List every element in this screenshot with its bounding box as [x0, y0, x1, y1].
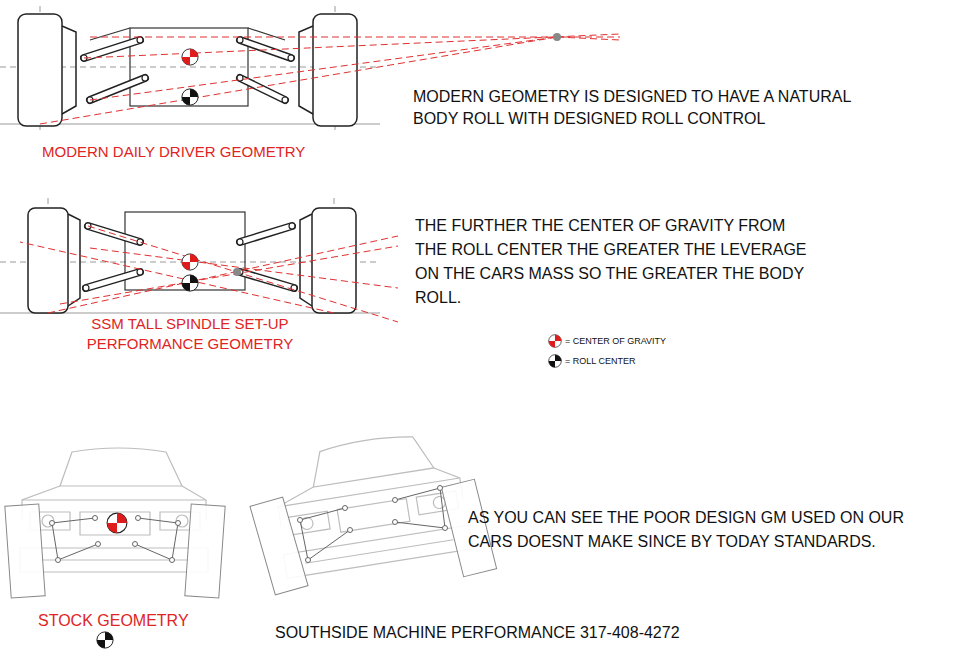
- note-text: THE FURTHER THE CENTER OF GRAVITY FROM T…: [415, 214, 815, 310]
- tall-spindle-figure: [0, 198, 398, 322]
- illustration-part: [18, 14, 62, 126]
- illustration-part: [60, 246, 398, 304]
- illustration-part: [86, 272, 140, 288]
- illustration-part: [48, 236, 398, 313]
- illustration-part: [20, 242, 334, 313]
- legend-text: = ROLL CENTER: [565, 356, 635, 366]
- legend-text: = CENTER OF GRAVITY: [565, 336, 666, 346]
- illustration-part: [306, 558, 311, 563]
- illustration-part: [250, 497, 308, 595]
- stock-car-figure: [5, 426, 497, 648]
- illustration-part: [348, 528, 353, 533]
- illustration-part: [133, 542, 138, 547]
- illustration-part: [240, 226, 292, 242]
- illustration-part: [298, 518, 303, 523]
- illustration-part: [172, 523, 178, 560]
- illustration-part: [185, 504, 225, 598]
- illustration-part: [182, 275, 198, 291]
- illustration-part: [170, 558, 175, 563]
- illustration-part: [240, 272, 294, 288]
- illustration-part: [557, 37, 620, 40]
- illustration-part: [137, 269, 143, 275]
- illustration-part: [107, 513, 127, 533]
- illustration-part: [308, 530, 350, 560]
- illustration-part: [240, 272, 294, 288]
- illustration-part: [97, 632, 113, 648]
- illustration-part: [393, 498, 398, 503]
- illustration-part: [83, 223, 297, 291]
- illustration-part: [93, 516, 98, 521]
- illustration-part: [395, 488, 440, 500]
- illustration-part: [233, 268, 241, 276]
- figure-title: MODERN DAILY DRIVER GEOMETRY: [42, 143, 342, 161]
- illustration-part: [176, 521, 181, 526]
- illustration-part: [300, 508, 345, 520]
- illustration-part: [135, 544, 172, 560]
- illustration-part: [28, 208, 68, 313]
- illustration-part: [138, 518, 178, 523]
- illustration-part: [5, 504, 225, 598]
- legend-row: = CENTER OF GRAVITY: [548, 334, 666, 348]
- illustration-part: [52, 518, 95, 523]
- illustration-part: [298, 486, 448, 563]
- illustration-part: [5, 504, 45, 598]
- illustration-part: [130, 28, 248, 106]
- illustration-part: [137, 37, 143, 43]
- footer-contact: SOUTHSIDE MACHINE PERFORMANCE 317-408-42…: [275, 624, 755, 642]
- illustration-part: [393, 520, 398, 525]
- illustration-part: [56, 558, 61, 563]
- illustration-part: [52, 523, 58, 560]
- illustration-part: [90, 37, 620, 38]
- illustration-part: [441, 479, 496, 576]
- illustration-part: [136, 516, 141, 521]
- illustration-part: [68, 214, 80, 306]
- illustration-part: [343, 506, 348, 511]
- illustration-part: [58, 544, 98, 560]
- illustration-part: [443, 526, 448, 531]
- illustration-part: [395, 522, 445, 528]
- illustration-part: [84, 40, 140, 58]
- illustration-part: [300, 520, 308, 560]
- illustration-part: [553, 33, 561, 41]
- illustration-part: [96, 542, 101, 547]
- illustration-part: [182, 254, 198, 270]
- illustration-part: [182, 49, 198, 65]
- figure-title: STOCK GEOMETRY: [38, 612, 238, 630]
- illustration-part: [20, 226, 398, 322]
- illustration-part: [142, 75, 148, 81]
- legend-symbol: [549, 335, 562, 348]
- legend-symbol: [549, 355, 562, 368]
- illustration-part: [312, 208, 356, 313]
- illustration-part: [88, 226, 398, 322]
- illustration-part: [84, 40, 140, 58]
- illustration-part: [86, 272, 140, 288]
- illustration-part: [90, 28, 285, 40]
- legend-row: = ROLL CENTER: [548, 354, 635, 368]
- illustration-part: [83, 285, 89, 291]
- figure-title: SSM TALL SPINDLE SET-UP PERFORMANCE GEOM…: [55, 314, 325, 354]
- illustration-part: [288, 55, 294, 61]
- illustration-part: [237, 239, 243, 245]
- illustration-part: [50, 521, 55, 526]
- illustration-part: [438, 486, 443, 491]
- illustration-part: [240, 226, 292, 242]
- note-text: MODERN GEOMETRY IS DESIGNED TO HAVE A NA…: [413, 86, 858, 130]
- illustration-part: [237, 37, 243, 43]
- note-text: AS YOU CAN SEE THE POOR DESIGN GM USED O…: [468, 506, 943, 554]
- illustration-part: [250, 479, 497, 595]
- illustration-part: [289, 223, 295, 229]
- illustration-part: [440, 488, 445, 528]
- illustration-part: [90, 248, 398, 288]
- illustration-part: [84, 34, 620, 58]
- illustration-part: [62, 26, 76, 114]
- legend-symbol: [548, 354, 562, 368]
- illustration-part: [182, 89, 198, 105]
- illustration-part: [20, 448, 208, 572]
- illustration-part: [313, 14, 357, 126]
- illustration-part: [137, 239, 143, 245]
- legend-symbol: [548, 334, 562, 348]
- illustration-part: [282, 97, 288, 103]
